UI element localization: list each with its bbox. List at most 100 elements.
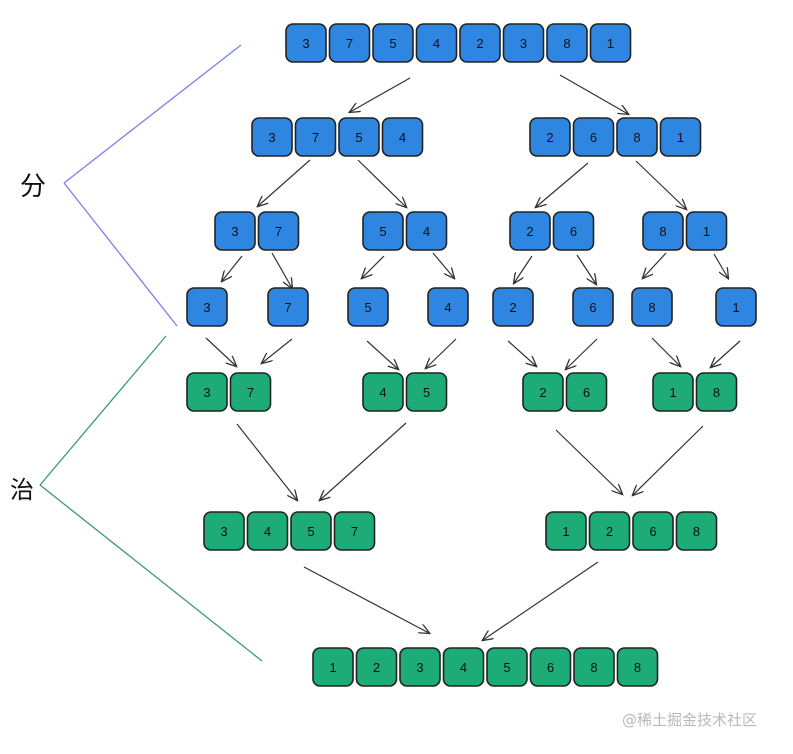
divide-bracket-line bbox=[63, 182, 178, 327]
number-box bbox=[347, 287, 389, 327]
number-box bbox=[186, 287, 228, 327]
number-box bbox=[695, 372, 738, 412]
number-box bbox=[257, 211, 300, 251]
number-box bbox=[616, 117, 658, 157]
number-value: 8 bbox=[648, 300, 655, 315]
number-value: 1 bbox=[562, 524, 569, 539]
number-box bbox=[381, 117, 424, 157]
number-box bbox=[333, 511, 376, 551]
number-value: 1 bbox=[677, 130, 684, 145]
number-box bbox=[267, 287, 309, 327]
number-box bbox=[405, 211, 448, 251]
conquer-label: 治 bbox=[10, 476, 34, 504]
number-value: 7 bbox=[275, 224, 282, 239]
arrows bbox=[205, 74, 741, 640]
number-value: 7 bbox=[312, 130, 319, 145]
arrow bbox=[357, 159, 406, 207]
divide-bracket-line bbox=[63, 44, 242, 184]
number-value: 3 bbox=[203, 300, 210, 315]
arrow bbox=[643, 252, 667, 278]
number-value: 8 bbox=[659, 224, 666, 239]
number-box bbox=[631, 287, 673, 327]
number-value: 3 bbox=[220, 524, 227, 539]
number-box bbox=[203, 511, 245, 551]
number-value: 8 bbox=[634, 660, 641, 675]
number-value: 2 bbox=[373, 660, 380, 675]
number-box bbox=[509, 211, 551, 251]
arrow bbox=[303, 566, 429, 633]
number-box bbox=[246, 511, 289, 551]
arrow bbox=[236, 423, 297, 500]
number-box bbox=[338, 117, 380, 157]
number-value: 4 bbox=[379, 385, 386, 400]
number-box bbox=[362, 372, 404, 412]
number-box bbox=[552, 211, 595, 251]
number-value: 6 bbox=[547, 660, 554, 675]
number-box bbox=[492, 287, 534, 327]
number-box bbox=[312, 647, 354, 687]
number-box bbox=[659, 117, 702, 157]
number-value: 4 bbox=[444, 300, 451, 315]
number-value: 3 bbox=[231, 224, 238, 239]
number-box bbox=[442, 647, 485, 687]
number-box bbox=[572, 287, 614, 327]
number-box bbox=[328, 23, 371, 63]
number-value: 3 bbox=[416, 660, 423, 675]
number-value: 2 bbox=[526, 224, 533, 239]
number-value: 4 bbox=[423, 224, 430, 239]
arrow bbox=[426, 338, 457, 368]
number-box bbox=[459, 23, 501, 63]
number-value: 5 bbox=[355, 130, 362, 145]
arrow bbox=[559, 74, 628, 114]
number-box bbox=[652, 372, 694, 412]
number-box bbox=[186, 372, 228, 412]
number-box bbox=[546, 23, 588, 63]
number-value: 2 bbox=[539, 385, 546, 400]
number-box bbox=[529, 117, 571, 157]
arrow bbox=[536, 162, 589, 207]
number-box bbox=[355, 647, 398, 687]
arrow bbox=[483, 561, 599, 640]
number-box bbox=[675, 511, 718, 551]
number-box bbox=[616, 647, 659, 687]
number-box bbox=[285, 23, 327, 63]
arrow bbox=[271, 252, 292, 288]
number-box bbox=[294, 117, 337, 157]
number-value: 2 bbox=[546, 130, 553, 145]
number-box bbox=[229, 372, 272, 412]
number-value: 2 bbox=[509, 300, 516, 315]
number-value: 4 bbox=[264, 524, 271, 539]
divide-level3-group: 8 bbox=[631, 287, 673, 327]
number-box bbox=[632, 511, 674, 551]
number-value: 8 bbox=[563, 36, 570, 51]
number-box bbox=[529, 647, 572, 687]
number-value: 1 bbox=[669, 385, 676, 400]
number-value: 8 bbox=[713, 385, 720, 400]
watermark: @稀土掘金技术社区 bbox=[622, 711, 758, 729]
number-value: 5 bbox=[307, 524, 314, 539]
arrow bbox=[258, 159, 311, 206]
number-value: 5 bbox=[364, 300, 371, 315]
number-box bbox=[486, 647, 528, 687]
number-box bbox=[589, 23, 632, 63]
number-value: 6 bbox=[570, 224, 577, 239]
number-box bbox=[372, 23, 414, 63]
number-box bbox=[545, 511, 587, 551]
arrow bbox=[651, 337, 680, 366]
arrow bbox=[205, 337, 236, 366]
number-box bbox=[214, 211, 256, 251]
number-box bbox=[251, 117, 293, 157]
divide-level3-group: 2 bbox=[492, 287, 534, 327]
number-box bbox=[399, 647, 441, 687]
arrow bbox=[320, 422, 407, 500]
number-value: 5 bbox=[389, 36, 396, 51]
number-box bbox=[405, 372, 448, 412]
